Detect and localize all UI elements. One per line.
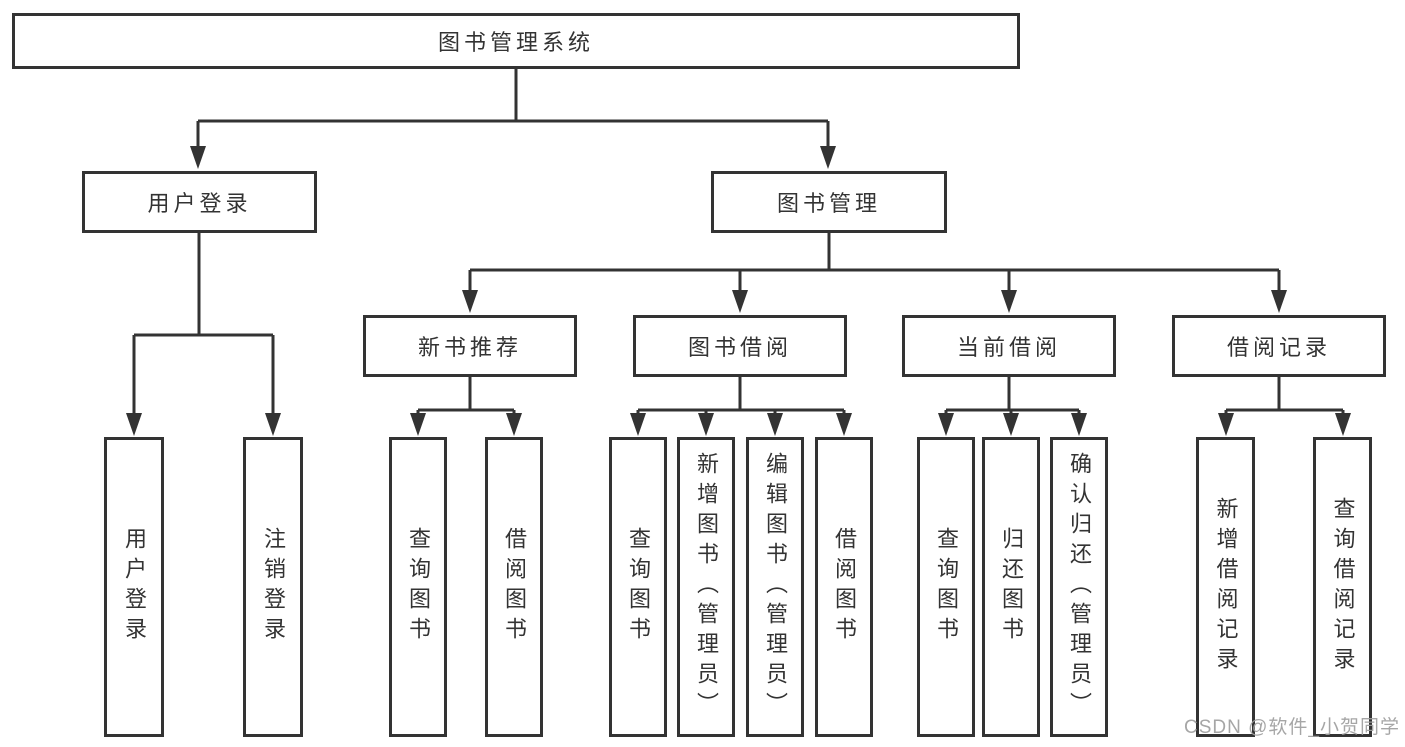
leaf-confirm-return-admin: 确认归还（管理员）	[1050, 437, 1108, 737]
leaf-query-books-1: 查询图书	[389, 437, 447, 737]
leaf-borrow-books-1: 借阅图书	[485, 437, 543, 737]
arrowhead-book-mgmt	[820, 146, 836, 169]
leaf-query-books-3: 查询图书	[917, 437, 975, 737]
arrowhead-leaf	[1218, 413, 1234, 436]
arrowhead-leaf	[938, 413, 954, 436]
leaf-add-books-admin: 新增图书（管理员）	[677, 437, 735, 737]
leaf-query-books-2: 查询图书	[609, 437, 667, 737]
arrowhead-leaf	[836, 413, 852, 436]
arrowhead-new-books	[462, 290, 478, 313]
arrowhead-leaf	[1003, 413, 1019, 436]
arrowhead-leaf	[410, 413, 426, 436]
leaf-query-borrow-record: 查询借阅记录	[1313, 437, 1372, 737]
arrowhead-leaf	[506, 413, 522, 436]
arrowhead-leaf	[698, 413, 714, 436]
arrowhead-leaf	[1335, 413, 1351, 436]
node-book-management: 图书管理	[711, 171, 947, 233]
arrowhead-book-borrow	[732, 290, 748, 313]
node-borrow-records: 借阅记录	[1172, 315, 1386, 377]
csdn-watermark: CSDN @软件_小贺同学	[1184, 717, 1400, 738]
arrowhead-leaf	[767, 413, 783, 436]
leaf-add-borrow-record: 新增借阅记录	[1196, 437, 1255, 737]
arrowhead-leaf-logout	[265, 413, 281, 436]
arrowhead-current-borrow	[1001, 290, 1017, 313]
node-user-login: 用户登录	[82, 171, 317, 233]
leaf-user-login: 用户登录	[104, 437, 164, 737]
leaf-borrow-books-2: 借阅图书	[815, 437, 873, 737]
leaf-logout: 注销登录	[243, 437, 303, 737]
arrowhead-leaf	[630, 413, 646, 436]
leaf-return-books: 归还图书	[982, 437, 1040, 737]
node-book-borrow: 图书借阅	[633, 315, 847, 377]
arrowhead-leaf-login	[126, 413, 142, 436]
node-current-borrow: 当前借阅	[902, 315, 1116, 377]
node-root-library-system: 图书管理系统	[12, 13, 1020, 69]
node-new-book-recommend: 新书推荐	[363, 315, 577, 377]
arrowhead-leaf	[1071, 413, 1087, 436]
arrowhead-borrow-records	[1271, 290, 1287, 313]
leaf-edit-books-admin: 编辑图书（管理员）	[746, 437, 804, 737]
arrowhead-user-login	[190, 146, 206, 169]
